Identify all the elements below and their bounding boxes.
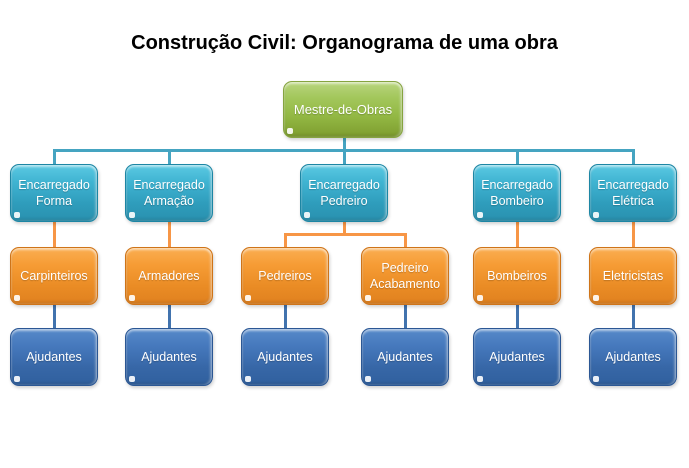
node-label: Armadores — [138, 269, 200, 283]
node-label: Encarregado Pedreiro — [308, 178, 380, 208]
node-carpinteiros[interactable]: Carpinteiros — [10, 247, 98, 305]
connector-bombeiro-bombeiros — [516, 221, 519, 249]
node-label: Ajudantes — [141, 350, 197, 364]
connector-pedreiro-stem — [343, 221, 346, 235]
connector-root-stem — [343, 138, 346, 152]
connector-drop-eletrica — [632, 149, 635, 166]
node-ajudantes-acabamento[interactable]: Ajudantes — [361, 328, 449, 386]
node-label: Encarregado Elétrica — [597, 178, 669, 208]
node-label: Pedreiros — [258, 269, 312, 283]
connector-bombeiros-ajudantes — [516, 303, 519, 330]
connector-drop-pedreiro — [343, 149, 346, 166]
node-label: Ajudantes — [489, 350, 545, 364]
connector-acabamento-ajudantes — [404, 303, 407, 330]
node-label: Pedreiro Acabamento — [369, 261, 441, 291]
connector-forma-carpinteiros — [53, 221, 56, 249]
node-encarregado-bombeiro[interactable]: Encarregado Bombeiro — [473, 164, 561, 222]
node-label: Encarregado Armação — [133, 178, 205, 208]
node-eletricistas[interactable]: Eletricistas — [589, 247, 677, 305]
connector-carpinteiros-ajudantes — [53, 303, 56, 330]
node-label: Carpinteiros — [20, 269, 88, 283]
node-label: Encarregado Bombeiro — [481, 178, 553, 208]
node-ajudantes-bombeiros[interactable]: Ajudantes — [473, 328, 561, 386]
connector-drop-armacao — [168, 149, 171, 166]
node-mestre-de-obras[interactable]: Mestre-de-Obras — [283, 81, 403, 138]
node-encarregado-armacao[interactable]: Encarregado Armação — [125, 164, 213, 222]
node-pedreiro-acabamento[interactable]: Pedreiro Acabamento — [361, 247, 449, 305]
node-encarregado-forma[interactable]: Encarregado Forma — [10, 164, 98, 222]
node-ajudantes-eletricistas[interactable]: Ajudantes — [589, 328, 677, 386]
connector-drop-pedreiros — [284, 233, 287, 249]
node-label: Mestre-de-Obras — [293, 101, 393, 117]
node-bombeiros[interactable]: Bombeiros — [473, 247, 561, 305]
page-title: Construção Civil: Organograma de uma obr… — [131, 32, 558, 54]
node-label: Ajudantes — [605, 350, 661, 364]
node-ajudantes-armacao[interactable]: Ajudantes — [125, 328, 213, 386]
node-armadores[interactable]: Armadores — [125, 247, 213, 305]
node-label: Ajudantes — [26, 350, 82, 364]
node-label: Bombeiros — [487, 269, 547, 283]
connector-armadores-ajudantes — [168, 303, 171, 330]
connector-drop-bombeiro — [516, 149, 519, 166]
node-label: Ajudantes — [257, 350, 313, 364]
node-encarregado-eletrica[interactable]: Encarregado Elétrica — [589, 164, 677, 222]
connector-pedreiros-ajudantes — [284, 303, 287, 330]
connector-pedreiro-bus — [284, 233, 407, 236]
connector-eletrica-eletricistas — [632, 221, 635, 249]
node-ajudantes-forma[interactable]: Ajudantes — [10, 328, 98, 386]
connector-eletricistas-ajudantes — [632, 303, 635, 330]
node-label: Ajudantes — [377, 350, 433, 364]
connector-drop-forma — [53, 149, 56, 166]
connector-drop-pedreiro-acabamento — [404, 233, 407, 249]
node-label: Eletricistas — [602, 269, 664, 283]
node-encarregado-pedreiro[interactable]: Encarregado Pedreiro — [300, 164, 388, 222]
node-pedreiros[interactable]: Pedreiros — [241, 247, 329, 305]
connector-armacao-armadores — [168, 221, 171, 249]
node-ajudantes-pedreiros[interactable]: Ajudantes — [241, 328, 329, 386]
node-label: Encarregado Forma — [18, 178, 90, 208]
